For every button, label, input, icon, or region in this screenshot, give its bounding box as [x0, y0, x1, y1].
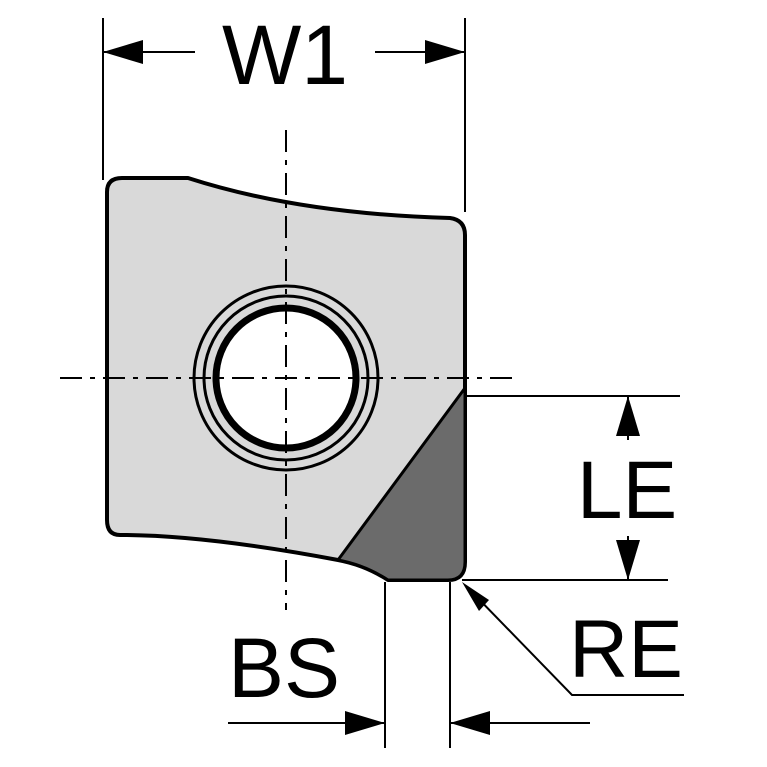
bs-arrow-left: [345, 711, 385, 735]
le-label: LE: [577, 445, 677, 536]
bs-label: BS: [228, 621, 340, 715]
bs-arrow-right: [450, 711, 490, 735]
w1-label: W1: [222, 8, 348, 102]
cutting-edge-corner: [336, 386, 467, 582]
w1-arrow-right: [425, 40, 465, 64]
re-leader-line: [469, 589, 684, 696]
le-arrow-bottom: [616, 540, 640, 580]
re-leader-arrow: [462, 582, 489, 611]
w1-arrow-left: [103, 40, 143, 64]
le-arrow-top: [616, 396, 640, 436]
re-label: RE: [569, 604, 683, 695]
